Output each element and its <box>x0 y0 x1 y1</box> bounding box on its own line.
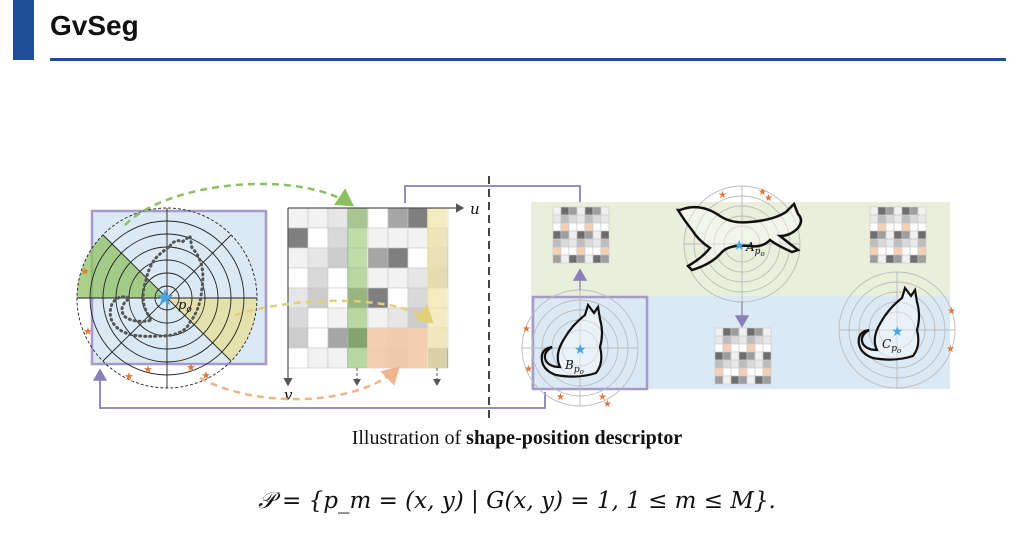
svg-text:★: ★ <box>155 286 175 311</box>
svg-text:★: ★ <box>603 399 612 410</box>
svg-text:★: ★ <box>574 342 587 358</box>
svg-text:★: ★ <box>524 364 533 375</box>
svg-text:★: ★ <box>201 369 211 382</box>
svg-text:★: ★ <box>80 265 90 278</box>
svg-text:★: ★ <box>733 238 746 254</box>
shape-position-descriptor-figure: ★ ★ ★ ★ ★ ★ ★ po u v <box>76 176 956 420</box>
svg-text:★: ★ <box>946 344 955 355</box>
svg-text:★: ★ <box>947 306 956 317</box>
svg-text:Cpo: Cpo <box>882 337 901 355</box>
svg-text:★: ★ <box>758 187 767 198</box>
title-accent-bar <box>13 0 34 60</box>
svg-text:★: ★ <box>556 392 565 403</box>
cat-c: ★ Cpo ★ ★ <box>838 271 956 389</box>
title-underline <box>50 58 1006 61</box>
point-set-formula: 𝒫 = {p_m = (x, y) | G(x, y) = 1, 1 ≤ m ≤… <box>0 488 1034 514</box>
figure-caption: Illustration of shape-position descripto… <box>0 427 1034 450</box>
caption-bold: shape-position descriptor <box>466 427 683 449</box>
svg-text:★: ★ <box>186 361 196 374</box>
right-comparison-panel: ★ Apo ★★★ ★ Bpo ★★★ ★★ <box>521 185 956 410</box>
slide-title: GvSeg <box>50 10 139 41</box>
left-log-polar-panel: ★ ★ ★ ★ ★ ★ ★ po <box>76 207 268 389</box>
caption-prefix: Illustration of <box>351 427 467 449</box>
svg-text:★: ★ <box>764 193 773 204</box>
svg-text:★: ★ <box>83 325 93 338</box>
cat-a: ★ Apo ★★★ <box>675 185 803 303</box>
svg-text:★: ★ <box>891 324 904 340</box>
svg-text:★: ★ <box>143 363 153 376</box>
svg-text:★: ★ <box>124 370 134 383</box>
histogram-matrix: u v <box>283 200 480 404</box>
svg-text:★: ★ <box>718 190 727 201</box>
svg-text:v: v <box>284 386 293 404</box>
cat-b: ★ Bpo ★★★ ★★ <box>521 289 639 410</box>
svg-text:Apo: Apo <box>745 240 765 258</box>
svg-text:★: ★ <box>522 324 531 335</box>
svg-text:Bpo: Bpo <box>564 358 584 376</box>
svg-text:po: po <box>178 298 192 315</box>
svg-text:★: ★ <box>598 392 607 403</box>
svg-text:u: u <box>470 200 480 218</box>
formula-text: 𝒫 = {p_m = (x, y) | G(x, y) = 1, 1 ≤ m ≤… <box>258 488 776 514</box>
